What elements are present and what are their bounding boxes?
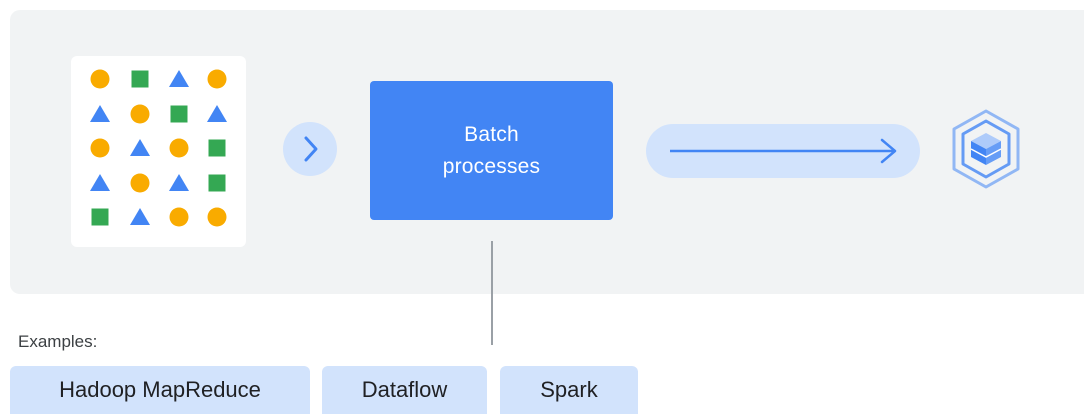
data-grid-card [71,56,246,247]
connector-line [491,241,493,345]
triangle-shape [130,139,150,156]
batch-processes-label: Batch processes [442,122,541,178]
square-shape [170,105,188,123]
square-shape [91,208,109,226]
examples-label: Examples: [18,332,98,351]
data-flow-pipe [646,124,920,178]
triangle-shape [207,105,227,122]
square-shape [208,174,226,192]
arrow-right-icon [670,138,897,164]
square-shape [208,139,226,157]
mixed-data-grid-icon [90,69,227,227]
circle-shape [169,207,189,227]
circle-shape [130,173,150,193]
chevron-right-icon [283,122,337,176]
square-shape [131,70,149,88]
circle-shape [207,69,227,89]
circle-shape [130,104,150,124]
circle-shape [169,138,189,158]
triangle-shape [169,174,189,191]
example-chip-spark: Spark [500,366,638,414]
example-chip-dataflow: Dataflow [322,366,487,414]
triangle-shape [169,70,189,87]
circle-shape [90,138,110,158]
triangle-shape [90,105,110,122]
circle-shape [207,207,227,227]
triangle-shape [130,208,150,225]
bigquery-hexagon-icon [952,109,1020,189]
circle-shape [90,69,110,89]
example-chip-hadoop: Hadoop MapReduce [10,366,310,414]
batch-processes-box: Batch processes [370,81,613,220]
triangle-shape [90,174,110,191]
